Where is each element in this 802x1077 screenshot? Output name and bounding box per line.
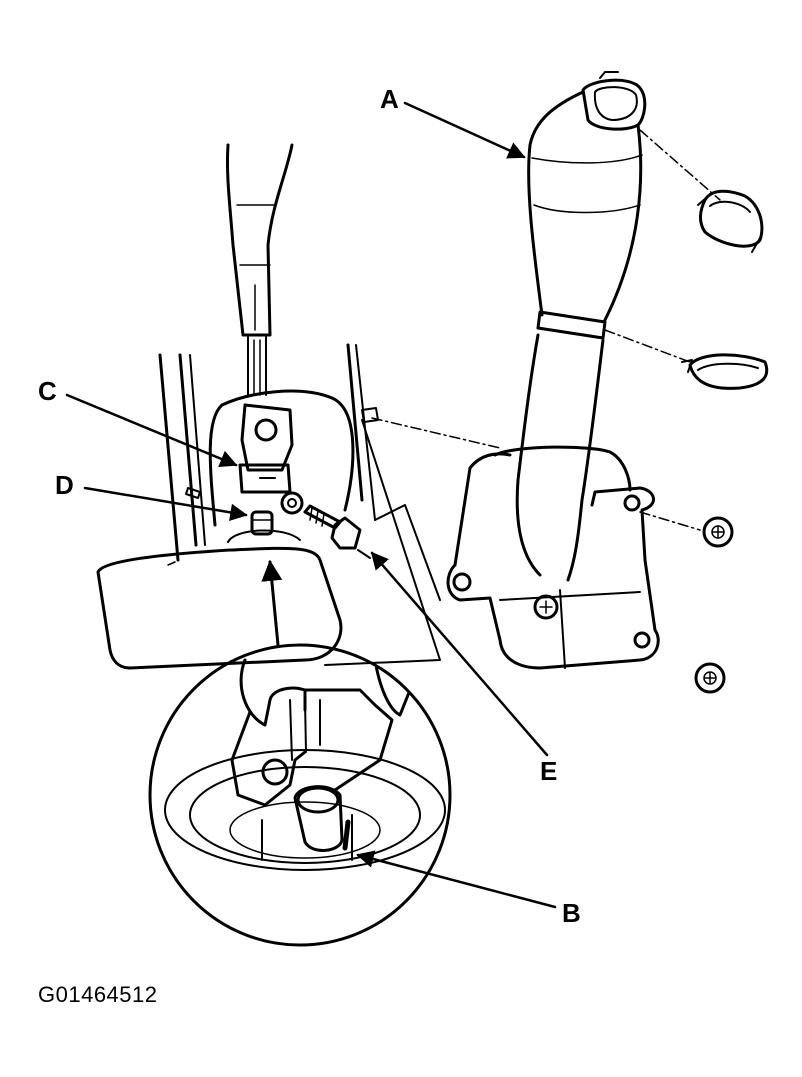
- dash-trim-lines: [158, 343, 441, 666]
- callout-e: E: [540, 756, 558, 786]
- screw-lower: [694, 662, 726, 694]
- alignment-lines: [371, 129, 721, 531]
- boot-clip-upper: [697, 189, 764, 253]
- callout-c: C: [38, 376, 57, 406]
- bolt-assembly: [280, 491, 371, 559]
- detail-view: [148, 643, 452, 947]
- stud-bolt: [361, 407, 379, 423]
- callout-b: B: [562, 898, 581, 928]
- switch-bracket: [238, 403, 294, 494]
- boot-clip-lower: [681, 353, 769, 390]
- detail-indicator-arrow: [261, 559, 283, 647]
- leader-arrows: [65, 101, 557, 909]
- callout-a: A: [380, 84, 399, 114]
- lever-housing: [446, 445, 660, 670]
- floor-panel: [96, 546, 343, 670]
- lever-boot: [515, 71, 647, 582]
- column-bracket-panel: [185, 389, 355, 527]
- screw-upper: [702, 516, 734, 548]
- callout-d: D: [55, 470, 74, 500]
- figure-id: G01464512: [38, 982, 158, 1007]
- pin-part: [227, 510, 301, 543]
- steering-column: [225, 143, 294, 396]
